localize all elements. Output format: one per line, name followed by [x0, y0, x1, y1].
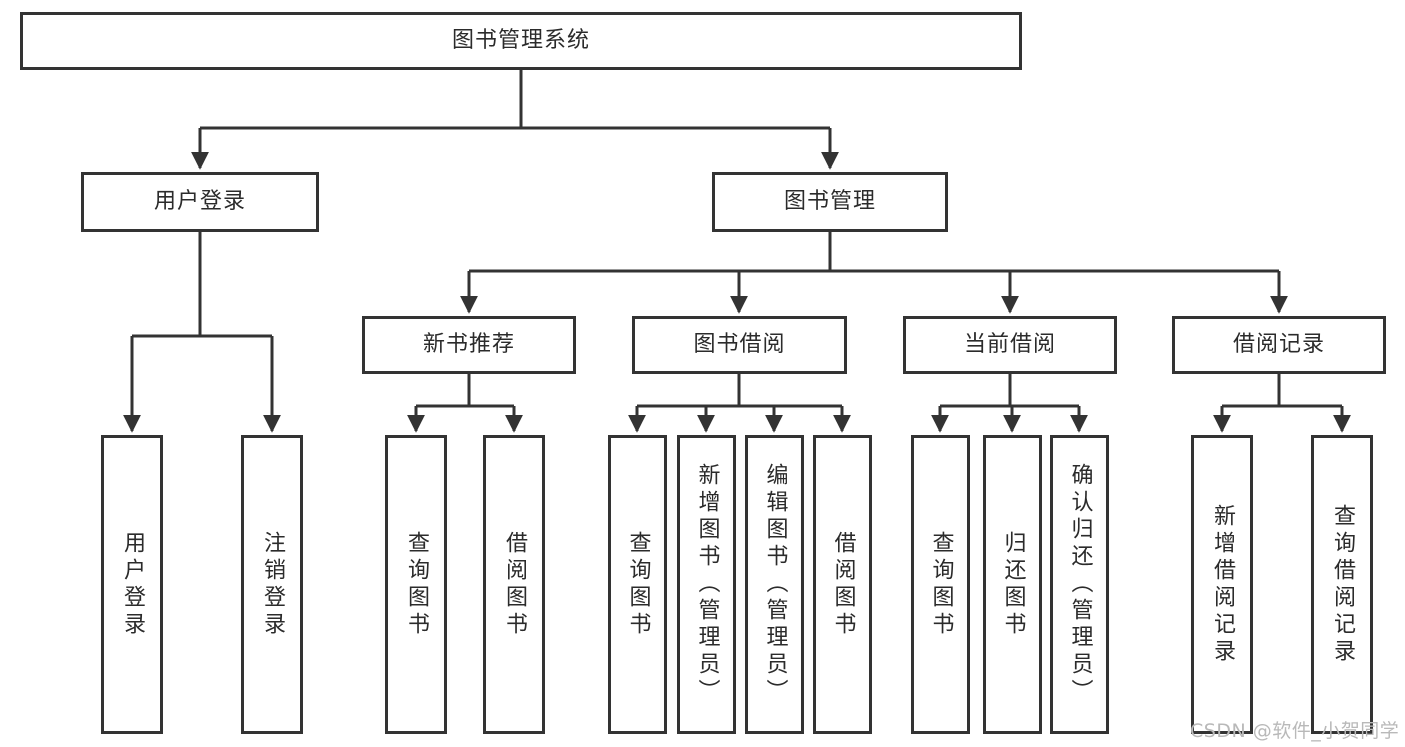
- node-leaf-return-book-label: 归还图书: [1000, 530, 1026, 639]
- node-user-login-label: 用户登录: [153, 188, 246, 214]
- node-leaf-query-borrow-record-label: 查询借阅记录: [1330, 503, 1355, 666]
- node-leaf-query-book-2-label: 查询图书: [625, 530, 651, 639]
- node-book-manage-label: 图书管理: [783, 188, 876, 214]
- node-leaf-query-book-3-label: 查询图书: [928, 530, 954, 639]
- node-leaf-query-borrow-record[interactable]: 查询借阅记录: [1311, 435, 1373, 734]
- node-current-borrow[interactable]: 当前借阅: [903, 316, 1117, 374]
- node-leaf-confirm-return[interactable]: 确认归还（管理员）: [1050, 435, 1109, 734]
- node-leaf-edit-book-admin[interactable]: 编辑图书（管理员）: [745, 435, 804, 734]
- node-leaf-borrow-book-2-label: 借阅图书: [830, 530, 856, 639]
- node-leaf-user-logout-label: 注销登录: [260, 530, 285, 639]
- node-borrow-record-label: 借阅记录: [1232, 331, 1325, 357]
- node-new-book-recommend-label: 新书推荐: [422, 331, 515, 357]
- node-root[interactable]: 图书管理系统: [20, 12, 1022, 70]
- node-book-borrow[interactable]: 图书借阅: [632, 316, 847, 374]
- node-leaf-borrow-book-1[interactable]: 借阅图书: [483, 435, 545, 734]
- node-new-book-recommend[interactable]: 新书推荐: [362, 316, 576, 374]
- node-leaf-query-book-1[interactable]: 查询图书: [385, 435, 447, 734]
- node-leaf-user-logout[interactable]: 注销登录: [241, 435, 303, 734]
- node-leaf-add-book-admin-label: 新增图书（管理员）: [694, 463, 720, 706]
- node-book-borrow-label: 图书借阅: [693, 331, 786, 357]
- node-book-manage[interactable]: 图书管理: [712, 172, 948, 232]
- node-leaf-add-borrow-record-label: 新增借阅记录: [1210, 503, 1235, 666]
- node-leaf-query-book-3[interactable]: 查询图书: [911, 435, 970, 734]
- node-leaf-add-borrow-record[interactable]: 新增借阅记录: [1191, 435, 1253, 734]
- node-leaf-add-book-admin[interactable]: 新增图书（管理员）: [677, 435, 736, 734]
- node-leaf-user-login-label: 用户登录: [120, 530, 145, 639]
- csdn-watermark: CSDN @软件_小贺同学: [1190, 720, 1400, 742]
- node-user-login[interactable]: 用户登录: [81, 172, 319, 232]
- node-leaf-borrow-book-2[interactable]: 借阅图书: [813, 435, 872, 734]
- node-current-borrow-label: 当前借阅: [963, 331, 1056, 357]
- node-leaf-query-book-2[interactable]: 查询图书: [608, 435, 667, 734]
- node-root-label: 图书管理系统: [451, 27, 590, 53]
- node-leaf-edit-book-admin-label: 编辑图书（管理员）: [762, 463, 788, 706]
- node-leaf-return-book[interactable]: 归还图书: [983, 435, 1042, 734]
- node-leaf-query-book-1-label: 查询图书: [404, 530, 429, 639]
- node-leaf-borrow-book-1-label: 借阅图书: [502, 530, 527, 639]
- node-borrow-record[interactable]: 借阅记录: [1172, 316, 1386, 374]
- node-leaf-confirm-return-label: 确认归还（管理员）: [1067, 463, 1093, 706]
- node-leaf-user-login[interactable]: 用户登录: [101, 435, 163, 734]
